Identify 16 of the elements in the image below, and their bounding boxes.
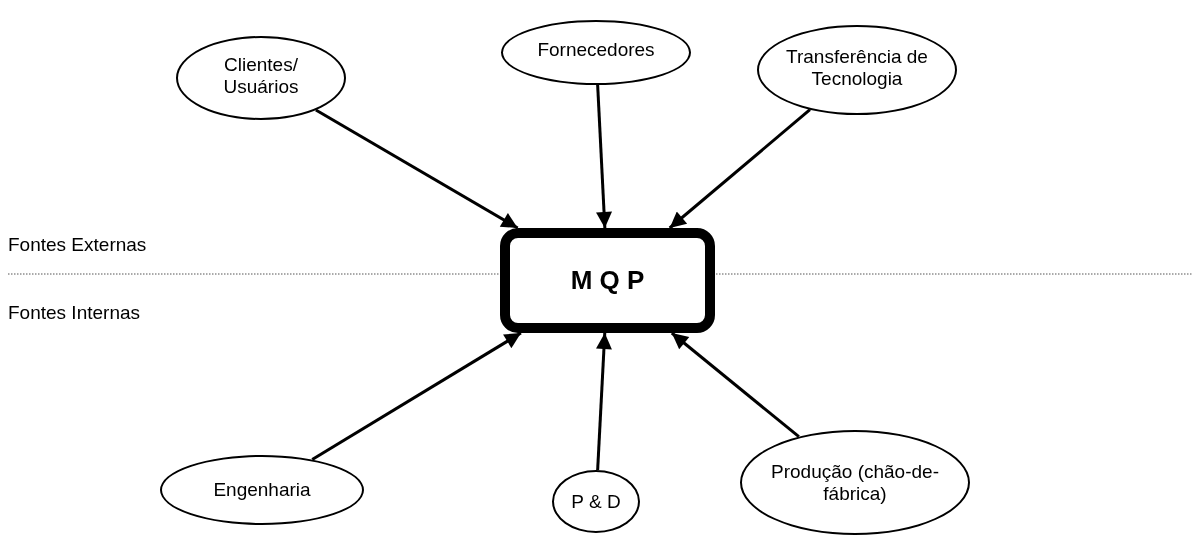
arrow bbox=[596, 84, 613, 229]
arrow bbox=[595, 332, 612, 471]
rounded-box bbox=[500, 228, 715, 333]
node-label: Engenharia bbox=[213, 479, 311, 501]
node-label: M Q P bbox=[570, 265, 645, 296]
node-label: Fornecedores bbox=[537, 38, 655, 62]
section-label: Fontes Externas bbox=[8, 234, 147, 256]
arrow bbox=[670, 331, 800, 438]
node-label: Produção (chão-de-fábrica) bbox=[770, 460, 940, 505]
section-label: Fontes Internas bbox=[8, 302, 141, 324]
node-label: Transferência de Tecnologia bbox=[785, 46, 929, 91]
node-label: Clientes/ Usuários bbox=[222, 54, 300, 99]
arrow bbox=[668, 108, 811, 230]
node-label: P & D bbox=[571, 490, 621, 513]
arrow bbox=[311, 331, 522, 461]
arrow bbox=[315, 108, 519, 230]
